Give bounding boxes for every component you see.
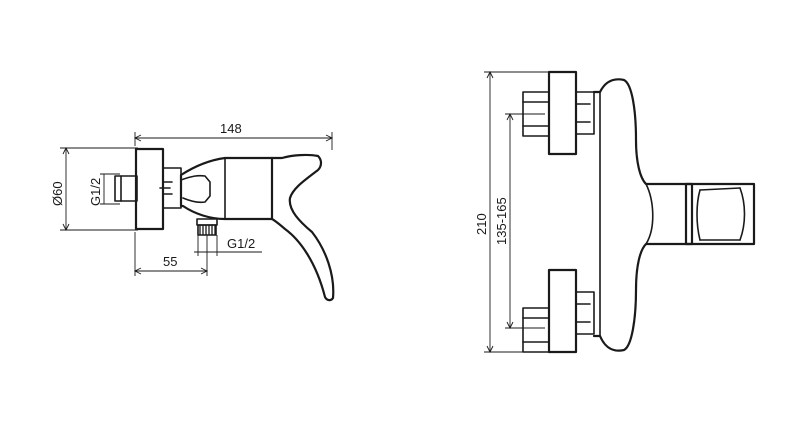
handle-lever [270, 153, 335, 302]
wall-flange [134, 147, 165, 231]
mixer-body [179, 156, 274, 221]
lower-connection [522, 268, 595, 354]
dim-diameter: Ø60 [50, 146, 138, 232]
dim-55: 55 [133, 232, 209, 276]
diameter-label: Ø60 [50, 181, 65, 206]
dim-210: 210 [474, 70, 575, 354]
upper-connection [522, 70, 595, 156]
dim-148: 148 [133, 121, 334, 150]
inlet-thread-label: G1/2 [88, 178, 103, 206]
front-handle [684, 182, 756, 246]
dim-135-165: 135-165 [494, 112, 545, 330]
dim-135-165-label: 135-165 [494, 197, 509, 245]
dim-inlet-thread: G1/2 [88, 173, 120, 206]
inlet-pipe [114, 175, 138, 202]
dim-148-label: 148 [220, 121, 242, 136]
outlet-thread [196, 218, 218, 236]
front-body [592, 78, 694, 352]
front-view: 210 135-165 [474, 70, 756, 354]
side-view: 148 Ø60 G1/2 [50, 121, 335, 302]
dim-55-label: 55 [163, 254, 177, 269]
dim-outlet-thread: G1/2 [194, 235, 262, 256]
outlet-thread-label: G1/2 [227, 236, 255, 251]
dim-210-label: 210 [474, 213, 489, 235]
